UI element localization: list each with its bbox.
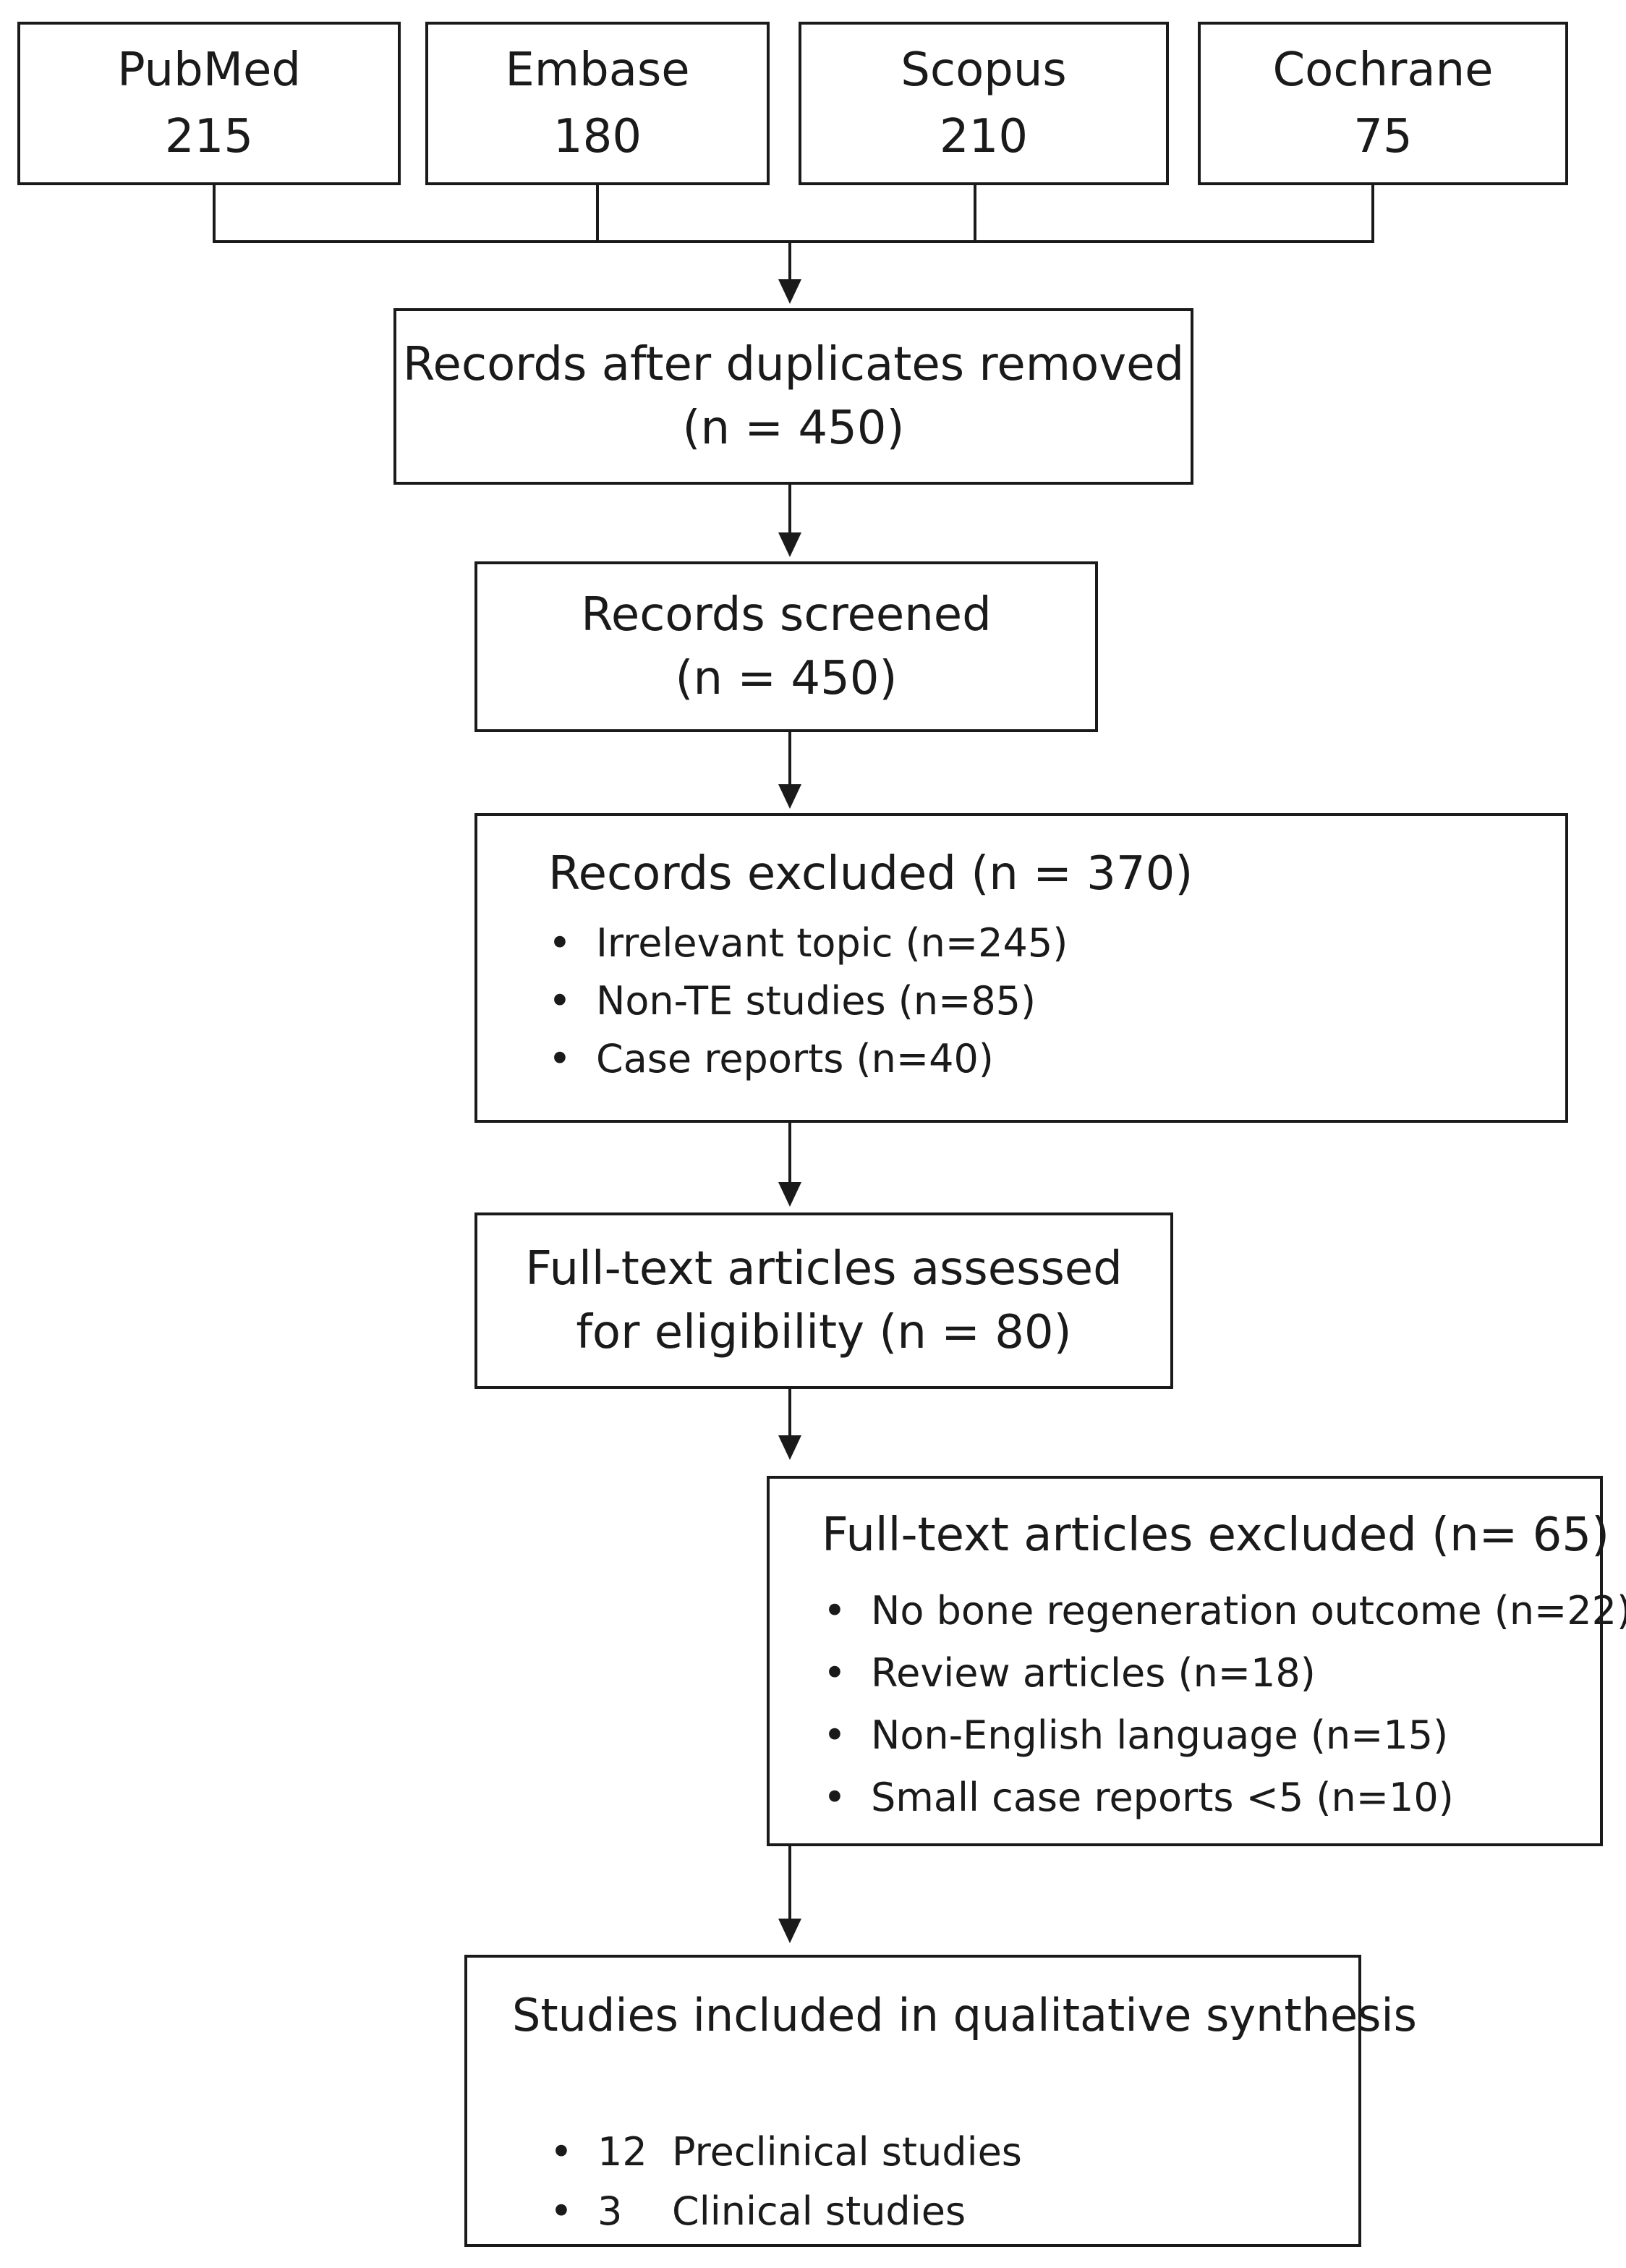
connector-line <box>788 1389 791 1435</box>
source-box-cochrane: Cochrane 75 <box>1198 22 1568 185</box>
source-name: Scopus <box>901 43 1067 97</box>
connector-line <box>788 1846 791 1919</box>
source-count: 210 <box>939 110 1029 163</box>
arrow-head <box>778 1182 801 1207</box>
source-name: Cochrane <box>1272 43 1494 97</box>
connector-pubmed-down <box>213 185 216 243</box>
source-name: Embase <box>505 43 690 97</box>
arrow-head <box>778 1919 801 1943</box>
source-box-embase: Embase 180 <box>425 22 770 185</box>
arrow-head <box>778 1435 801 1460</box>
list-item: Case reports (n=40) <box>548 1030 1068 1088</box>
screened-box: Records screened (n = 450) <box>474 561 1098 732</box>
connector-merge-down <box>788 243 791 279</box>
source-box-pubmed: PubMed 215 <box>17 22 401 185</box>
connector-embase-down <box>596 185 599 243</box>
screened-label: Records screened <box>581 588 992 642</box>
arrow-head <box>778 279 801 304</box>
excluded-title: Records excluded (n = 370) <box>548 847 1193 901</box>
excluded-reasons: Irrelevant topic (n=245) Non-TE studies … <box>548 914 1068 1088</box>
fulltext-count: for eligibility (n = 80) <box>576 1306 1072 1359</box>
list-item: Non-English language (n=15) <box>823 1704 1626 1767</box>
fulltext-excluded-reasons: No bone regeneration outcome (n=22) Revi… <box>823 1580 1626 1829</box>
included-items: 12 Preclinical studies 3 Clinical studie… <box>550 2123 1022 2241</box>
fulltext-excluded-title: Full-text articles excluded (n= 65) <box>822 1508 1610 1562</box>
connector-line <box>788 485 791 532</box>
list-item: 3 Clinical studies <box>550 2182 1022 2241</box>
excluded-box: Records excluded (n = 370) Irrelevant to… <box>474 813 1568 1123</box>
source-name: PubMed <box>117 43 301 97</box>
arrow-head <box>778 784 801 809</box>
screened-count: (n = 450) <box>675 652 898 705</box>
connector-merge-horizontal <box>213 240 1374 243</box>
list-item: Irrelevant topic (n=245) <box>548 914 1068 972</box>
connector-line <box>788 1123 791 1182</box>
arrow-head <box>778 532 801 557</box>
source-box-scopus: Scopus 210 <box>799 22 1169 185</box>
source-count: 215 <box>164 110 254 163</box>
source-count: 180 <box>553 110 642 163</box>
list-item: 12 Preclinical studies <box>550 2123 1022 2182</box>
included-box: Studies included in qualitative synthesi… <box>464 1955 1417 2247</box>
fulltext-label: Full-text articles assessed <box>525 1242 1123 1296</box>
list-item: No bone regeneration outcome (n=22) <box>823 1580 1626 1642</box>
included-title: Studies included in qualitative synthesi… <box>512 1989 1417 2042</box>
dedup-count: (n = 450) <box>682 402 905 455</box>
list-item: Non-TE studies (n=85) <box>548 972 1068 1030</box>
dedup-box: Records after duplicates removed (n = 45… <box>393 308 1193 485</box>
dedup-label: Records after duplicates removed <box>402 338 1185 391</box>
fulltext-excluded-box: Full-text articles excluded (n= 65) No b… <box>767 1476 1626 1846</box>
source-count: 75 <box>1353 110 1413 163</box>
connector-cochrane-down <box>1371 185 1374 243</box>
fulltext-box: Full-text articles assessed for eligibil… <box>474 1212 1173 1389</box>
connector-line <box>788 732 791 784</box>
list-item: Review articles (n=18) <box>823 1642 1626 1704</box>
connector-scopus-down <box>974 185 976 243</box>
list-item: Small case reports <5 (n=10) <box>823 1767 1626 1829</box>
